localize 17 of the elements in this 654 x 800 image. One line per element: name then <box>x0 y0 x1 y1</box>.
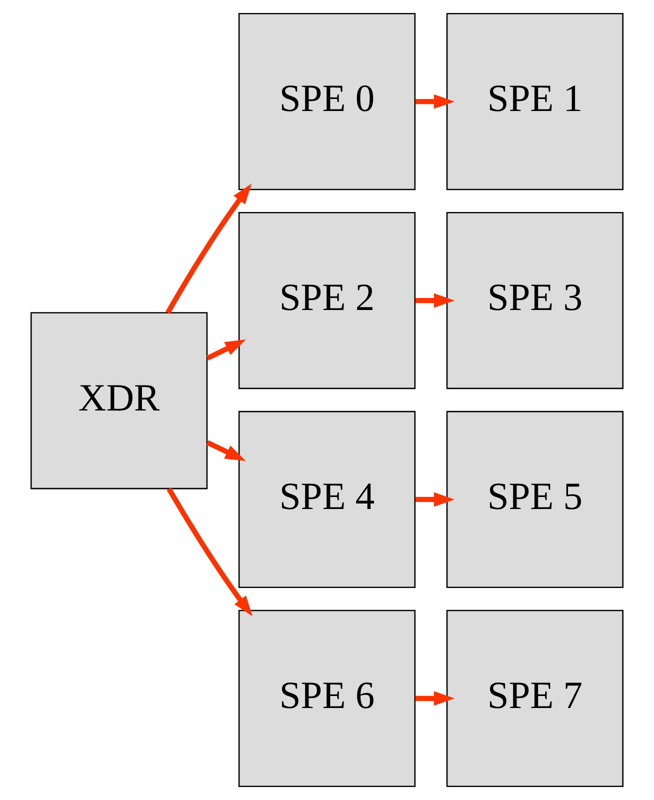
node-box: SPE 0 <box>238 13 416 190</box>
node-box: SPE 4 <box>238 410 416 588</box>
node-box: SPE 2 <box>238 212 416 390</box>
node-box: XDR <box>30 312 208 490</box>
arrow <box>415 492 455 507</box>
node-box: SPE 3 <box>446 212 624 390</box>
node-box: SPE 1 <box>446 13 624 190</box>
node-box: SPE 6 <box>238 610 416 787</box>
arrow <box>415 293 455 308</box>
arrow <box>415 691 455 706</box>
node-box: SPE 5 <box>446 410 624 588</box>
arrow <box>206 440 246 462</box>
arrow <box>166 184 252 314</box>
arrow <box>166 488 253 616</box>
arrow <box>206 340 246 360</box>
arrow <box>415 94 455 109</box>
node-box: SPE 7 <box>446 610 624 787</box>
